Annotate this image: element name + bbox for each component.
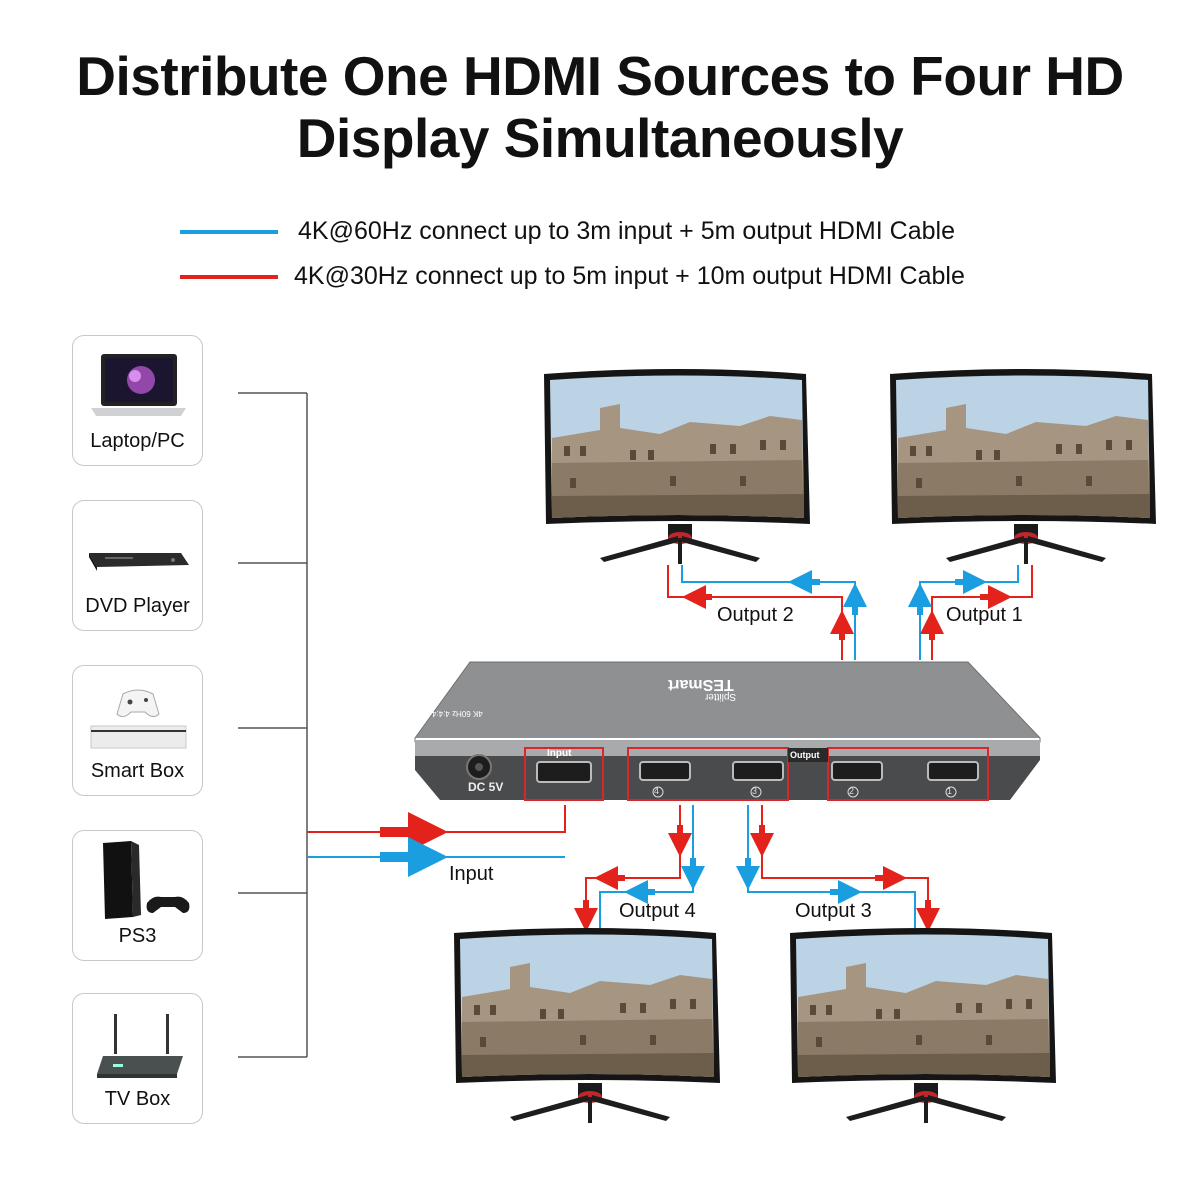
monitor-icon [890,369,1156,564]
output-3-cables [736,805,940,932]
splitter-model-text: 4K 60Hz 4:4:4 [432,709,483,718]
hdmi-splitter-device [414,661,1041,801]
source-label-dvd: DVD Player [85,595,190,617]
page-title: Distribute One HDMI Sources to Four HD D… [0,45,1200,169]
monitor-output-3 [786,927,1066,1127]
legend-60hz: 4K@60Hz connect up to 3m input + 5m outp… [180,216,1080,246]
output-3-label: Output 3 [795,900,872,922]
laptop-icon [91,354,186,416]
input-label: Input [449,863,494,885]
output-4-cables [574,805,705,932]
source-label-tv-box: TV Box [104,1088,171,1110]
output-1-label: Output 1 [946,604,1023,626]
input-port-label: Input [547,748,572,759]
red-line-swatch [180,275,278,279]
tv-box-icon [97,1014,183,1078]
source-card-ps3: PS3 [72,830,203,961]
splitter-sub: Splitter [705,691,737,702]
source-bracket [238,392,308,1058]
monitor-icon [454,928,720,1123]
port-number-4: 4 [654,786,660,796]
port-number-3: 3 [752,786,758,796]
dvd-player-icon [89,553,189,571]
monitor-icon [790,928,1056,1123]
source-card-tv-box: TV Box [72,993,203,1124]
legend-30hz: 4K@30Hz connect up to 5m input + 10m out… [180,261,1080,291]
legend-30hz-text: 4K@30Hz connect up to 5m input + 10m out… [294,262,965,290]
title-line-1: Distribute One HDMI Sources to Four HD [76,45,1124,107]
title-line-2: Display Simultaneously [296,107,904,169]
monitor-output-1 [886,368,1166,568]
output-port-label: Output [790,750,820,760]
ps-console-icon [103,841,190,919]
input-cable-red [307,805,566,852]
blue-line-swatch [180,230,278,234]
source-card-dvd: DVD Player [72,500,203,631]
output-2-cables [667,565,867,660]
source-card-laptop: Laptop/PC [72,335,203,466]
source-label-laptop: Laptop/PC [90,430,185,452]
output-2-label: Output 2 [717,604,794,626]
output-1-cables [908,565,1033,660]
port-number-2: 2 [849,786,855,796]
source-card-smart-box: Smart Box [72,665,203,796]
monitor-icon [544,369,810,564]
monitor-output-2 [540,368,820,568]
output-4-label: Output 4 [619,900,696,922]
game-console-icon [90,689,187,749]
source-label-ps3: PS3 [118,925,157,947]
source-label-smart-box: Smart Box [90,760,185,782]
port-number-1: 1 [947,786,953,796]
monitor-output-4 [450,927,730,1127]
legend-60hz-text: 4K@60Hz connect up to 3m input + 5m outp… [298,217,955,245]
power-label: DC 5V [468,780,504,794]
